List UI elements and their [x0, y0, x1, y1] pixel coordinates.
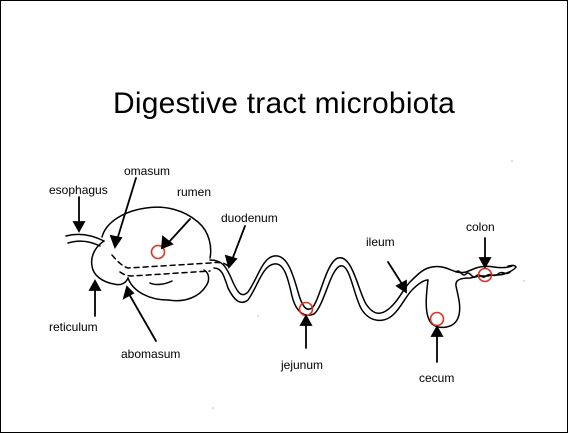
label-duodenum: duodenum [221, 211, 278, 225]
label-abomasum: abomasum [121, 347, 180, 361]
rumen-arrowhead [162, 237, 172, 248]
label-omasum: omasum [124, 164, 170, 178]
intestine-wall-lower [214, 264, 428, 321]
jejunum-arrowhead [301, 316, 311, 325]
omasum-arrow [117, 178, 136, 240]
stomach-inner-passage-lower [120, 271, 210, 276]
stomach-lobe-divider [150, 281, 172, 284]
esophagus-tube [66, 234, 104, 241]
label-reticulum: reticulum [49, 320, 98, 334]
esophagus-arrowhead [74, 222, 84, 231]
label-jejunum: jejunum [280, 358, 323, 372]
speck [511, 160, 513, 162]
omasum-arrowhead [111, 236, 121, 247]
cecum-outline [426, 276, 480, 327]
label-esophagus: esophagus [49, 183, 108, 197]
label-rumen: rumen [177, 185, 211, 199]
intestine-wall-upper [210, 256, 512, 313]
duodenum-arrow [232, 226, 245, 260]
speck [212, 407, 214, 409]
ileum-arrow [388, 262, 402, 284]
stomach-lower-outline [128, 270, 209, 301]
ileum-arrowhead [397, 281, 406, 292]
esophagus-tube-inner [68, 241, 100, 246]
label-cecum: cecum [419, 371, 454, 385]
rumen-outline [102, 207, 211, 258]
label-colon: colon [466, 220, 495, 234]
reticulum-outline [92, 241, 128, 285]
cecum-sample-marker [431, 313, 444, 326]
reticulum-arrowhead [90, 281, 100, 290]
speck [257, 315, 259, 317]
colon-arrowhead [480, 258, 490, 267]
speck [523, 280, 525, 282]
abomasum-arrow [129, 294, 156, 341]
label-ileum: ileum [366, 235, 395, 249]
rumen-arrow [169, 219, 190, 242]
abomasum-arrowhead [124, 287, 133, 298]
cecum-arrowhead [432, 327, 442, 336]
